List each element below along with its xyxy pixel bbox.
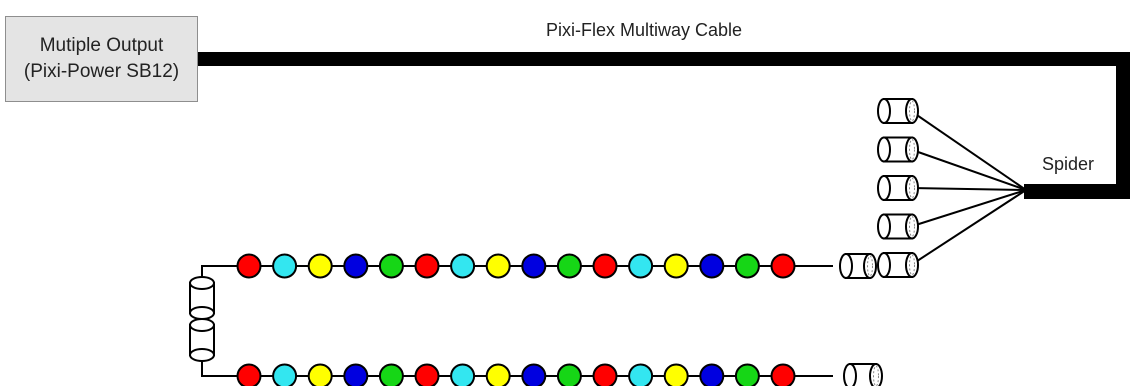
spider-output-connector [877, 213, 919, 240]
pixel-node-green [378, 363, 404, 386]
top-pixel-string [232, 253, 833, 279]
pixel-node-red [414, 363, 440, 386]
pixel-node-cyan [628, 363, 654, 386]
spider-wire [910, 189, 1027, 266]
pixel-node-cyan [450, 363, 476, 386]
pixel-node-green [556, 363, 582, 386]
inline-connectors [839, 253, 883, 386]
pixel-node-cyan [628, 253, 654, 279]
pixel-node-red [592, 253, 618, 279]
pixel-node-blue [343, 363, 369, 386]
pixel-node-blue [699, 253, 725, 279]
bottom-row-end-connector [843, 363, 883, 386]
pixel-node-red [770, 363, 796, 386]
spider-output-connector [877, 136, 919, 163]
pixel-node-yellow [307, 363, 333, 386]
pixel-node-yellow [485, 253, 511, 279]
pixel-node-cyan [450, 253, 476, 279]
pixel-node-blue [343, 253, 369, 279]
spider-label: Spider [1042, 154, 1095, 174]
pixel-node-cyan [272, 253, 298, 279]
spider-wire [910, 148, 1027, 191]
source-box-line1: Mutiple Output [39, 35, 164, 57]
pixel-node-yellow [307, 253, 333, 279]
pixel-node-red [592, 363, 618, 386]
spider-wire [910, 110, 1027, 191]
pixel-node-red [770, 253, 796, 279]
link-connector-lower [189, 318, 215, 362]
pixel-node-blue [521, 253, 547, 279]
spider-output-connector [877, 252, 919, 278]
pixel-node-blue [699, 363, 725, 386]
spider-wires [910, 110, 1027, 266]
pixel-node-blue [521, 363, 547, 386]
spider-wire [910, 189, 1027, 228]
spider-output-connector [877, 98, 919, 124]
bottom-pixel-string [232, 363, 833, 386]
multiway-cable [198, 52, 1130, 196]
link-connector-upper [189, 276, 215, 320]
cable-label: Pixi-Flex Multiway Cable [546, 20, 743, 40]
spider-block [1024, 184, 1130, 199]
pixel-node-red [236, 253, 262, 279]
pixel-node-green [556, 253, 582, 279]
pixel-node-green [378, 253, 404, 279]
pixel-node-red [414, 253, 440, 279]
source-box-line2: (Pixi-Power SB12) [23, 61, 180, 82]
pixel-node-yellow [663, 253, 689, 279]
link-connectors [189, 276, 215, 362]
pixel-node-green [734, 253, 760, 279]
source-box: Mutiple Output (Pixi-Power SB12) [5, 16, 198, 102]
top-row-end-connector [839, 253, 877, 279]
spider-wire [910, 187, 1027, 191]
spider-connectors [877, 98, 919, 278]
pixel-node-yellow [485, 363, 511, 386]
spider-output-connector [877, 175, 919, 201]
pixel-node-yellow [663, 363, 689, 386]
pixel-node-cyan [272, 363, 298, 386]
pixel-node-green [734, 363, 760, 386]
pixel-node-red [236, 363, 262, 386]
